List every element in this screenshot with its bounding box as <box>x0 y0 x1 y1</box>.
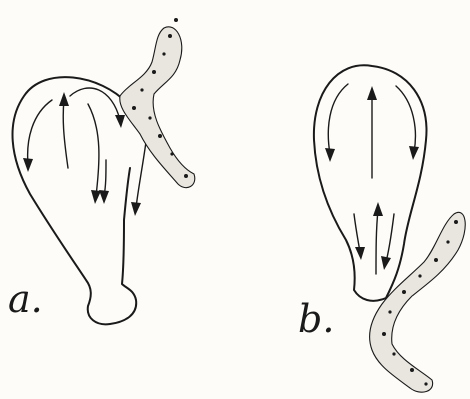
panel-a-arrowhead <box>23 158 33 172</box>
panel-b-protoplasmic-strand <box>370 212 466 392</box>
panel-a-arrowhead <box>131 202 141 216</box>
panel-b-arrowhead <box>381 256 391 270</box>
panel-b: b. <box>298 65 465 392</box>
panel-a-flow-arrow-center-up <box>63 100 68 168</box>
panel-b-label: b. <box>298 297 334 341</box>
panel-b-arrowhead <box>367 86 377 100</box>
panel-a-arrowhead <box>91 190 101 204</box>
panel-a-arrowhead <box>115 115 125 128</box>
panel-a-flow-arrow-left-loop <box>28 100 52 164</box>
panel-a-flow-arrow-exit <box>136 142 146 208</box>
panel-a-label: a. <box>8 277 43 321</box>
panel-b-flow-arrow-left-arc <box>328 84 348 154</box>
panel-a-arrowhead <box>99 190 109 204</box>
panel-b-arrowhead <box>355 247 365 260</box>
panel-b-arrowhead <box>409 146 419 160</box>
panel-a-flow-arrow-top-arc <box>70 88 120 120</box>
panel-b-arrowhead <box>373 202 383 216</box>
panel-a-arrowhead <box>59 92 69 106</box>
panel-b-cell-outline <box>314 65 427 301</box>
panel-b-flow-arrow-left-lower-down <box>354 214 360 252</box>
panel-b-arrowhead <box>325 148 335 162</box>
panel-a-protoplasmic-strand <box>120 18 195 188</box>
panel-a: a. <box>8 18 195 324</box>
panel-a-flow-arrow-middle-down <box>88 104 99 196</box>
panel-b-flow-arrow-right-arc <box>396 86 415 152</box>
panel-b-flow-arrow-lower-right-down <box>386 214 394 262</box>
panel-b-flow-arrow-neck-up <box>376 210 378 274</box>
